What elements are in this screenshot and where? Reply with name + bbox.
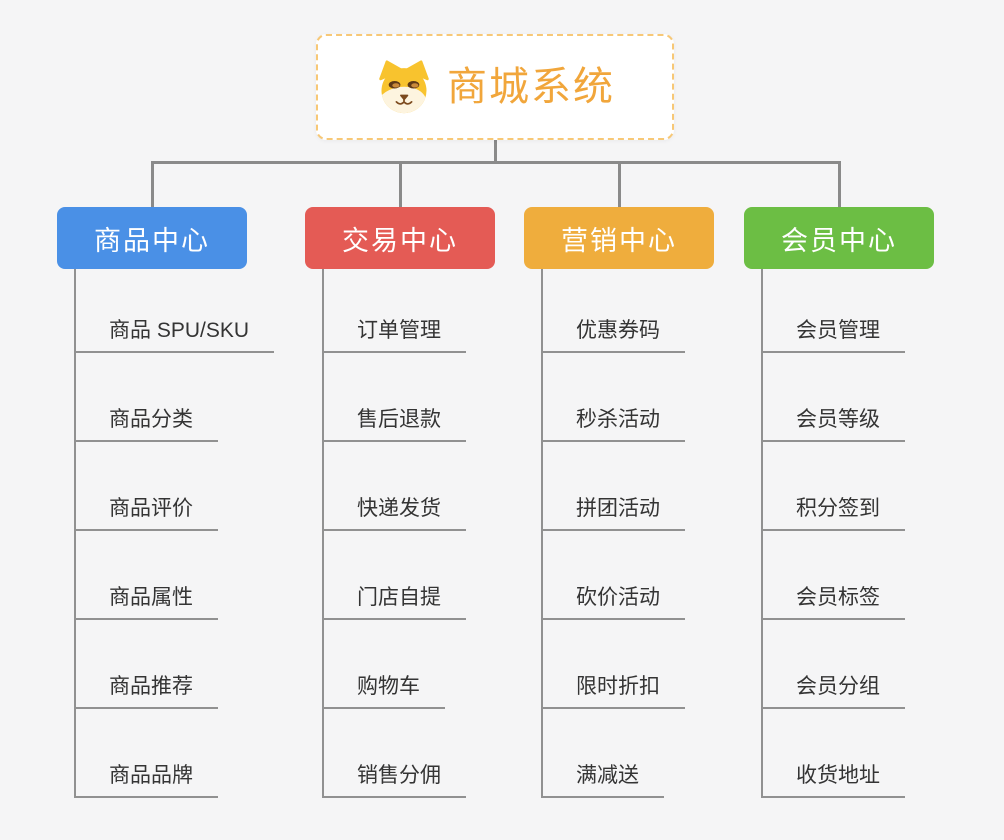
child-topic[interactable]: 商品 SPU/SKU bbox=[76, 317, 275, 353]
connector-drop bbox=[617, 161, 621, 207]
child-topic-slot: 购物车 bbox=[324, 620, 466, 709]
child-topic[interactable]: 商品分类 bbox=[76, 406, 218, 442]
child-topic[interactable]: 砍价活动 bbox=[543, 584, 685, 620]
child-topic-slot: 快递发货 bbox=[324, 442, 466, 531]
connector-root-stub bbox=[493, 140, 497, 164]
root-topic[interactable]: 商城系统 bbox=[316, 34, 674, 140]
child-topic-slot: 优惠券码 bbox=[543, 269, 685, 353]
child-topic-slot: 限时折扣 bbox=[543, 620, 685, 709]
branch-topic[interactable]: 营销中心 bbox=[524, 207, 714, 269]
child-topic-slot: 订单管理 bbox=[324, 269, 466, 353]
dog-face-icon bbox=[375, 60, 433, 114]
branch-topic-label: 交易中心 bbox=[342, 225, 458, 256]
child-topic-slot: 收货地址 bbox=[763, 709, 905, 798]
child-topic-slot: 销售分佣 bbox=[324, 709, 466, 798]
connector-drop bbox=[150, 161, 154, 207]
child-topic-slot: 满减送 bbox=[543, 709, 685, 798]
child-topic-slot: 商品属性 bbox=[76, 531, 274, 620]
child-topic[interactable]: 收货地址 bbox=[763, 762, 905, 798]
child-topic-slot: 售后退款 bbox=[324, 353, 466, 442]
child-topic[interactable]: 购物车 bbox=[324, 673, 445, 709]
branch-children-column: 会员管理会员等级积分签到会员标签会员分组收货地址 bbox=[761, 269, 905, 798]
child-topic-slot: 会员管理 bbox=[763, 269, 905, 353]
child-topic[interactable]: 门店自提 bbox=[324, 584, 466, 620]
branch-children-column: 商品 SPU/SKU 商品分类商品评价商品属性商品推荐商品品牌 bbox=[74, 269, 275, 798]
child-topic-slot: 会员标签 bbox=[763, 531, 905, 620]
child-topic[interactable]: 积分签到 bbox=[763, 495, 905, 531]
child-topic[interactable]: 优惠券码 bbox=[543, 317, 685, 353]
child-topic[interactable]: 会员标签 bbox=[763, 584, 905, 620]
root-topic-label: 商城系统 bbox=[447, 65, 615, 109]
child-topic-slot: 砍价活动 bbox=[543, 531, 685, 620]
branch-children-column: 优惠券码秒杀活动拼团活动砍价活动限时折扣满减送 bbox=[541, 269, 685, 798]
child-topic-slot: 商品品牌 bbox=[76, 709, 274, 798]
branch-topic-label: 营销中心 bbox=[561, 225, 677, 256]
child-topic-slot: 商品评价 bbox=[76, 442, 274, 531]
child-topic[interactable]: 商品属性 bbox=[76, 584, 218, 620]
child-topic[interactable]: 订单管理 bbox=[324, 317, 466, 353]
child-topic-slot: 秒杀活动 bbox=[543, 353, 685, 442]
child-topic-slot: 拼团活动 bbox=[543, 442, 685, 531]
child-topic-slot: 商品分类 bbox=[76, 353, 274, 442]
child-topic-slot: 门店自提 bbox=[324, 531, 466, 620]
child-topic[interactable]: 会员等级 bbox=[763, 406, 905, 442]
child-topic[interactable]: 商品评价 bbox=[76, 495, 218, 531]
branch-topic[interactable]: 会员中心 bbox=[744, 207, 934, 269]
child-topic-slot: 会员分组 bbox=[763, 620, 905, 709]
child-topic-slot: 会员等级 bbox=[763, 353, 905, 442]
child-topic-slot: 商品 SPU/SKU bbox=[76, 269, 275, 353]
child-topic[interactable]: 拼团活动 bbox=[543, 495, 685, 531]
connector-drop bbox=[398, 161, 402, 207]
child-topic[interactable]: 售后退款 bbox=[324, 406, 466, 442]
connector-drop bbox=[837, 161, 841, 207]
branch-topic[interactable]: 交易中心 bbox=[305, 207, 495, 269]
connector-bus bbox=[150, 161, 841, 164]
branch-topic-label: 商品中心 bbox=[94, 225, 210, 256]
child-topic-slot: 商品推荐 bbox=[76, 620, 274, 709]
child-topic[interactable]: 商品推荐 bbox=[76, 673, 218, 709]
branch-children-column: 订单管理售后退款快递发货门店自提购物车销售分佣 bbox=[322, 269, 466, 798]
child-topic[interactable]: 限时折扣 bbox=[543, 673, 685, 709]
child-topic[interactable]: 快递发货 bbox=[324, 495, 466, 531]
branch-topic-label: 会员中心 bbox=[781, 225, 897, 256]
child-topic[interactable]: 会员分组 bbox=[763, 673, 905, 709]
child-topic[interactable]: 商品品牌 bbox=[76, 762, 218, 798]
child-topic-slot: 积分签到 bbox=[763, 442, 905, 531]
child-topic[interactable]: 销售分佣 bbox=[324, 762, 466, 798]
branch-topic[interactable]: 商品中心 bbox=[57, 207, 247, 269]
child-topic[interactable]: 会员管理 bbox=[763, 317, 905, 353]
child-topic[interactable]: 秒杀活动 bbox=[543, 406, 685, 442]
child-topic[interactable]: 满减送 bbox=[543, 762, 664, 798]
